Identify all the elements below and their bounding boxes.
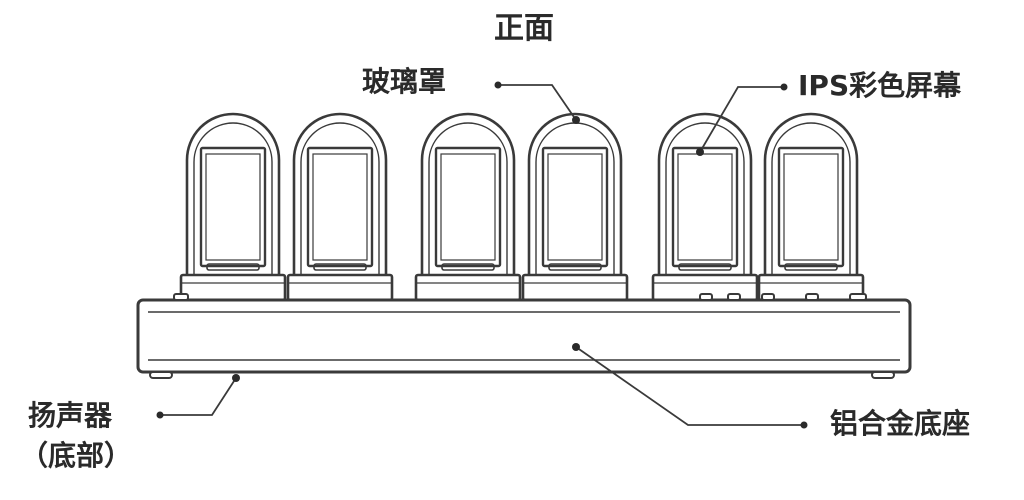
- tube-socket: [286, 273, 394, 302]
- screen-connector: [313, 263, 367, 271]
- speaker-location-label: （底部）: [20, 439, 133, 472]
- screen-connector: [784, 263, 838, 271]
- leader-dots: [156, 81, 808, 429]
- ips-screen-inner: [312, 153, 368, 261]
- glass-dome: [292, 112, 388, 274]
- speaker-label: 扬声器: [28, 399, 113, 432]
- aluminum-base-label: 铝合金底座: [830, 407, 971, 440]
- leader-lines: [160, 84, 804, 426]
- glass-tube: [179, 112, 287, 302]
- tube-socket: [414, 273, 522, 302]
- ips-screen: [777, 146, 845, 268]
- ips-screen: [306, 146, 374, 268]
- glass-dome: [420, 112, 516, 274]
- glass-inner-wall: [665, 122, 745, 274]
- glass-inner-wall: [428, 122, 508, 274]
- base-top-buttons: [173, 293, 867, 301]
- glass-tube: [651, 112, 759, 302]
- screen-connector: [441, 263, 495, 271]
- ips-screen-inner: [677, 153, 733, 261]
- ips-screen-inner: [547, 153, 603, 261]
- aluminum-base: [136, 298, 912, 379]
- ips-screen-inner: [205, 153, 261, 261]
- glass-dome: [657, 112, 753, 274]
- glass-tube: [521, 112, 629, 302]
- tube-socket: [521, 273, 629, 302]
- tube-group: [179, 112, 865, 302]
- glass-tube: [757, 112, 865, 302]
- ips-screen: [541, 146, 609, 268]
- glass-dome: [527, 112, 623, 274]
- screen-connector: [548, 263, 602, 271]
- screen-connector: [678, 263, 732, 271]
- ips-screen-label: IPS彩色屏幕: [798, 69, 962, 102]
- tube-socket: [179, 273, 287, 302]
- glass-tube: [414, 112, 522, 302]
- diagram-title: 正面: [494, 11, 554, 46]
- screen-connector: [206, 263, 260, 271]
- ips-screen: [434, 146, 502, 268]
- ips-screen-inner: [440, 153, 496, 261]
- ips-screen-inner: [783, 153, 839, 261]
- glass-inner-wall: [300, 122, 380, 274]
- ips-screen: [671, 146, 739, 268]
- glass-inner-wall: [771, 122, 851, 274]
- glass-inner-wall: [193, 122, 273, 274]
- glass-cover-label: 玻璃罩: [362, 65, 447, 98]
- glass-dome: [763, 112, 859, 274]
- ips-screen: [199, 146, 267, 268]
- glass-dome: [185, 112, 281, 274]
- glass-tube: [286, 112, 394, 302]
